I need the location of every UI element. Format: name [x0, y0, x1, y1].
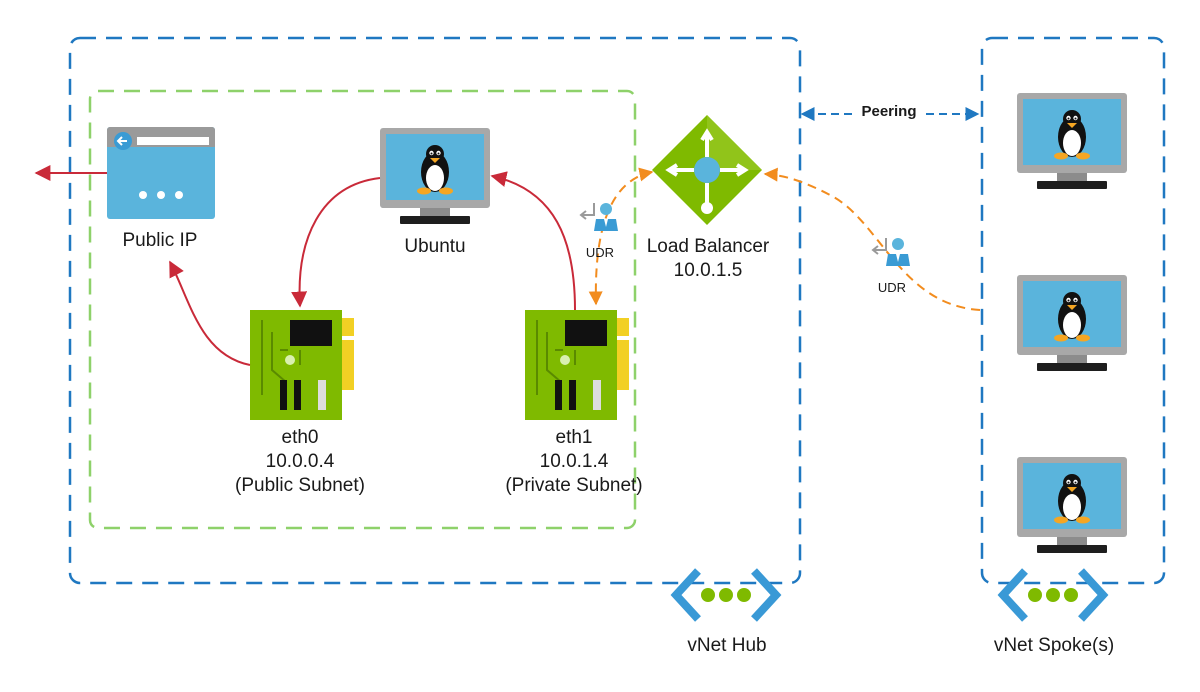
- eth1-subnet: (Private Subnet): [505, 475, 642, 496]
- eth0-subnet: (Public Subnet): [235, 475, 365, 496]
- spoke-vm-3-icon: [1017, 457, 1127, 553]
- peering-label: Peering: [861, 103, 916, 120]
- lb-to-eth1-udr-arrow: [588, 167, 654, 306]
- spoke-vm-1-icon: [1017, 93, 1127, 189]
- eth0-nic-icon: [249, 309, 355, 421]
- ubuntu-label: Ubuntu: [404, 236, 465, 257]
- load-balancer-ip: 10.0.1.5: [674, 260, 743, 281]
- spoke-to-lb-udr-arrow: [763, 167, 981, 311]
- eth0-to-public-ip-arrow: [169, 260, 251, 366]
- udr-hub-icon: [580, 202, 619, 232]
- eth1-to-ubuntu-arrow: [490, 171, 576, 311]
- eth1-name: eth1: [556, 427, 593, 448]
- public-ip-label: Public IP: [123, 230, 198, 251]
- vnet-spoke-icon: [1003, 571, 1103, 619]
- vnet-hub-label: vNet Hub: [687, 635, 766, 656]
- spoke-vm-2-icon: [1017, 275, 1127, 371]
- eth1-ip: 10.0.1.4: [540, 451, 609, 472]
- vnet-spoke-boundary: [980, 36, 1166, 585]
- vnet-hub-icon: [676, 571, 776, 619]
- udr-spoke-label: UDR: [878, 280, 906, 295]
- udr-hub-label: UDR: [586, 245, 614, 260]
- public-ip-icon: [107, 127, 215, 219]
- vnet-hub-boundary: [68, 36, 802, 585]
- ubuntu-vm-icon: [380, 128, 490, 224]
- load-balancer-name: Load Balancer: [647, 236, 770, 257]
- ubuntu-to-eth0-arrow: [291, 177, 381, 308]
- subnet-boundary: [88, 89, 637, 530]
- eth0-name: eth0: [282, 427, 319, 448]
- eth0-ip: 10.0.0.4: [266, 451, 335, 472]
- vnet-spoke-label: vNet Spoke(s): [994, 635, 1114, 656]
- load-balancer-icon: [652, 115, 762, 225]
- eth1-nic-icon: [524, 309, 630, 421]
